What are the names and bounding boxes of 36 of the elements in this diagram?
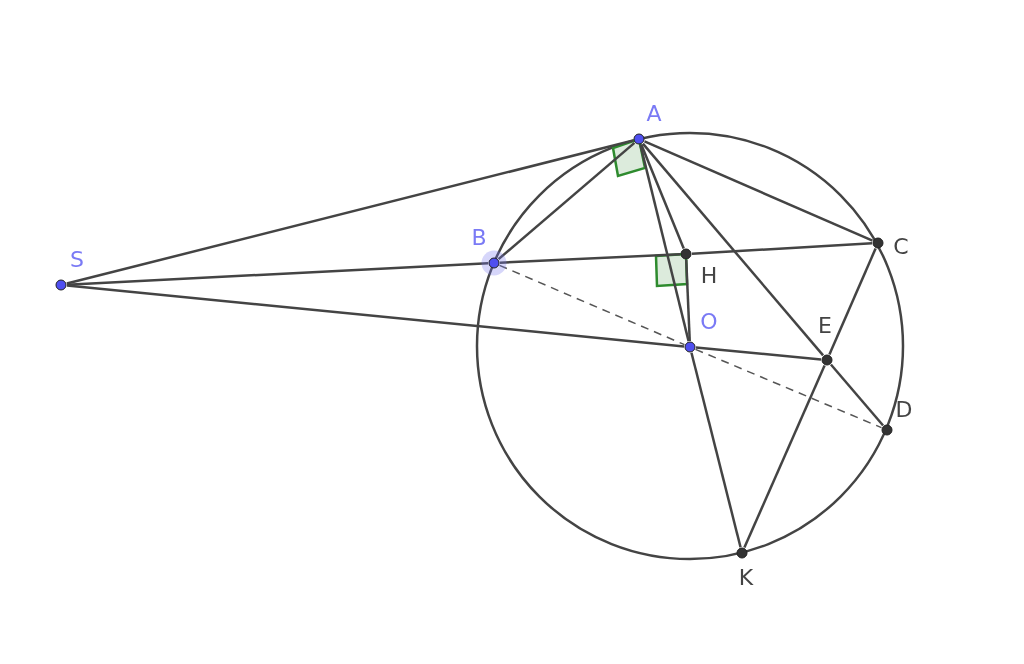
point [736, 547, 748, 559]
line-segment [685, 259, 691, 342]
dashed-line [498, 264, 686, 346]
line-segment [690, 352, 742, 548]
point-label: K [738, 567, 754, 589]
point [55, 279, 67, 291]
line-segment [499, 253, 681, 264]
point-label: B [471, 227, 487, 249]
point [821, 354, 833, 366]
point [633, 133, 645, 145]
dashed-line [694, 348, 883, 429]
point-label: D [895, 399, 913, 421]
point-label: C [893, 236, 909, 258]
point [881, 424, 893, 436]
line-segment [644, 140, 873, 242]
line-segment [828, 248, 877, 355]
line-segment [829, 363, 885, 427]
point [680, 248, 692, 260]
point [872, 237, 884, 249]
point-label: A [646, 103, 662, 125]
point [488, 257, 500, 269]
line-segment [743, 365, 826, 548]
line-segment [695, 346, 822, 361]
line-segment [691, 242, 873, 255]
line-segment [641, 142, 825, 357]
point-label: H [700, 265, 718, 287]
point [684, 341, 696, 353]
line-segment [66, 262, 489, 286]
line-segment [640, 144, 685, 249]
line-segment [66, 284, 685, 348]
point-label: S [70, 249, 84, 271]
line-segment [639, 144, 690, 342]
line-segment [497, 141, 636, 261]
point-label: E [818, 315, 832, 337]
point-label: O [700, 311, 718, 333]
line-segment [66, 139, 634, 285]
